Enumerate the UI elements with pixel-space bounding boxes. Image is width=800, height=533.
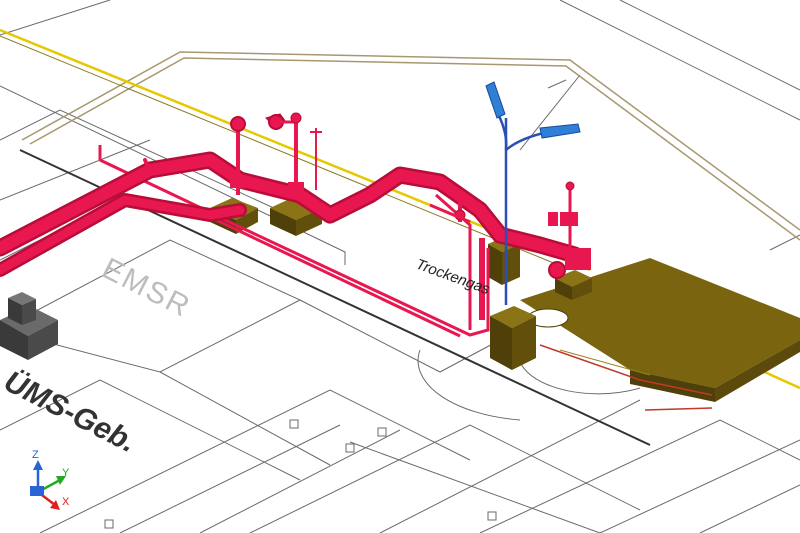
outline-line	[417, 349, 521, 421]
outline-line	[349, 441, 601, 533]
outline-line	[559, 0, 800, 121]
outline-marker	[104, 519, 114, 529]
valve-icon	[548, 181, 578, 250]
valve-icon	[230, 116, 246, 195]
outline-line	[0, 139, 151, 201]
concrete-pedestals	[210, 196, 592, 370]
outline-line	[699, 484, 800, 533]
outline-line	[0, 0, 111, 36]
outline-line	[119, 424, 341, 533]
emsr-label: EMSR	[97, 252, 196, 324]
outline-line	[299, 299, 441, 373]
equipment-block	[0, 292, 58, 360]
outline-line	[0, 379, 301, 481]
outline-line	[547, 79, 567, 89]
valve-icon	[479, 238, 591, 320]
valve-icon	[265, 112, 304, 195]
outline-line	[199, 429, 401, 533]
outline-marker	[345, 443, 355, 453]
valve-icon	[429, 190, 471, 224]
valve-icon	[310, 128, 322, 190]
outline-line	[379, 399, 641, 533]
property-boundary	[21, 51, 800, 241]
outline-line	[249, 424, 641, 533]
outline-line	[599, 439, 800, 533]
outline-marker	[289, 419, 299, 429]
outline-line	[0, 85, 346, 265]
building-label: ÜMS-Geb.	[0, 365, 142, 459]
ucs-z-label: Z	[32, 449, 39, 461]
outline-line	[769, 234, 800, 251]
outline-line	[39, 389, 471, 533]
ucs-x-label: X	[62, 496, 70, 508]
outline-line	[159, 371, 331, 466]
main-pipeline	[0, 151, 584, 277]
ucs-axis-icon[interactable]: Z Y X	[30, 449, 70, 510]
outline-line	[619, 0, 800, 91]
outline-marker	[487, 511, 497, 521]
outline-line	[479, 419, 800, 533]
ucs-y-label: Y	[62, 467, 70, 479]
outline-marker	[377, 427, 387, 437]
street-lamp-icon	[485, 81, 581, 305]
pipe-fittings	[230, 112, 591, 320]
outline-line	[519, 74, 581, 151]
outline-line	[0, 109, 301, 221]
